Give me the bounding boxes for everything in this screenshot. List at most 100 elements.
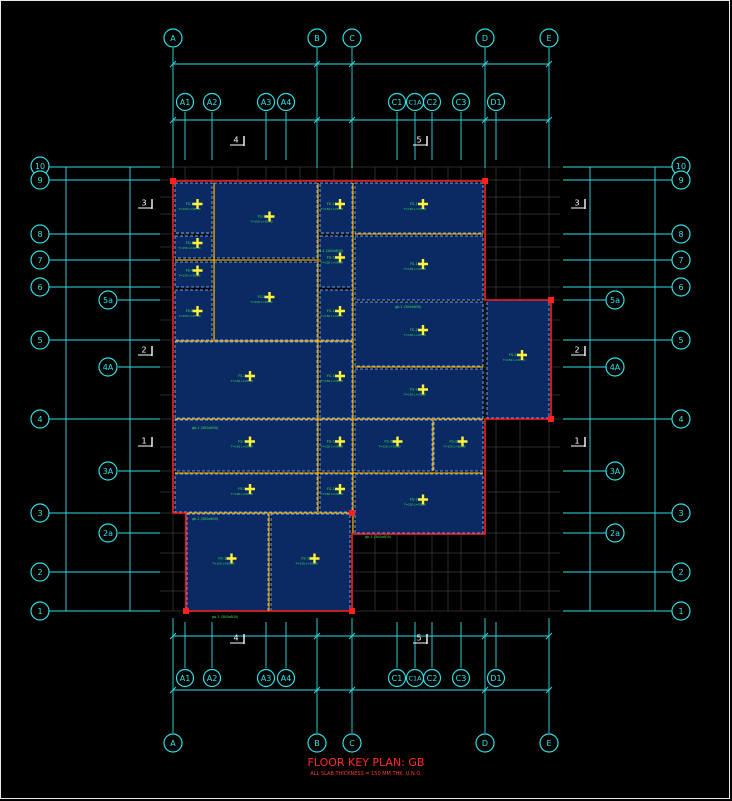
slab-fill: [319, 341, 353, 419]
grid-bubble-row-2a: [98, 523, 118, 543]
grid-bubble-C-bottom-label: C: [349, 739, 355, 748]
grid-bubble-C2: [422, 92, 442, 112]
slab-note: T=150 L=20.00: [249, 300, 272, 304]
grid-bubble-row-2-label: 2: [37, 568, 42, 577]
dim-tick: [348, 60, 356, 68]
slab-panel: FS-13T=150 L=20.00: [319, 235, 353, 288]
column-marker-red: [170, 178, 176, 184]
grid-bubble-A3-label: A3: [261, 98, 272, 107]
grid-bubble-A2: [202, 92, 222, 112]
grid-bubble-row-3A: [98, 461, 118, 481]
grid-bubble-C-label: C: [349, 34, 355, 43]
grid-bubble-row-7-right-label: 7: [678, 256, 683, 265]
grid-bubble-D-bottom-label: D: [482, 739, 488, 748]
slab-fill: [174, 341, 318, 419]
beam-tag: gb-1 (300x600): [365, 535, 392, 539]
grid-bubble-C: [342, 28, 362, 48]
slab-note: T=150 L=20.00: [320, 379, 343, 383]
grid-bubble-A-bottom-label: A: [170, 739, 176, 748]
slab-label: FS-3: [186, 241, 194, 245]
grid-bubble-row-3A-right-label: 3A: [610, 467, 621, 476]
slab-note: T=150 L=20.00: [403, 503, 426, 507]
slab-panel: FS-15T=150 L=20.00: [319, 341, 353, 419]
grid-bubble-A1-label: A1: [180, 98, 191, 107]
grid-bubble-A4-bottom-label: A4: [281, 674, 292, 683]
section-mark: 2: [138, 346, 153, 356]
slab-panel: FS-24T=150 L=20.00: [433, 419, 484, 472]
slab-label: FS-10: [218, 557, 229, 561]
grid-bubble-row-7-label: 7: [37, 256, 42, 265]
slab-label: FS-20: [410, 328, 421, 332]
section-mark-label: 1: [574, 437, 579, 446]
grid-bubble-A-label: A: [170, 34, 176, 43]
slab-label: FS-9: [238, 487, 247, 491]
slab-label: FS-7: [238, 374, 246, 378]
grid-bubble-row-5a-right-label: 5a: [610, 296, 620, 305]
grid-bubble-row-6-right-label: 6: [678, 283, 683, 292]
slab-note: T=150 L=20.00: [377, 445, 400, 449]
section-mark-label: 4: [233, 136, 238, 145]
dim-tick: [348, 116, 356, 124]
slab-span-marker: [226, 553, 237, 564]
grid-bubble-A3-bottom-label: A3: [261, 674, 272, 683]
slab-fill: [354, 301, 484, 367]
dim-tick: [545, 60, 553, 68]
grid-bubble-A3: [256, 92, 276, 112]
slab-panel: FS-4T=150 L=20.00: [174, 261, 213, 288]
slab-span-marker: [418, 199, 428, 209]
grid-bubble-row-9-right-label: 9: [678, 176, 683, 185]
grid-bubble-row-5-right-label: 5: [678, 336, 683, 345]
slab-panel: FS-10T=150 L=20.00: [186, 513, 269, 612]
slab-span-marker: [192, 306, 203, 316]
grid-bubble-row-3A-label: 3A: [103, 467, 114, 476]
dim-tick: [481, 116, 489, 124]
slab-label: FS-12: [327, 202, 337, 206]
grid-bubble-row-1-label: 1: [37, 607, 42, 616]
beam-tag: gb-1 (300x600): [317, 249, 344, 253]
slab-label: FS-15: [327, 374, 337, 378]
column-marker-red: [548, 416, 554, 422]
dim-tick: [481, 60, 489, 68]
grid-bubble-row-10-label: 10: [35, 162, 45, 171]
grid-bubble-C3-bottom-label: C3: [456, 674, 467, 683]
grid-bubble-row-5-right: [671, 330, 691, 350]
slab-span-marker: [517, 350, 527, 360]
grid-bubble-row-2-right-label: 2: [678, 568, 683, 577]
slab-label: FS-21: [410, 388, 420, 392]
section-mark-label: 5: [416, 634, 421, 643]
slab-fill: [270, 513, 351, 612]
slab-label: FS-1: [186, 202, 194, 206]
slab-note: T=150 L=20.00: [320, 492, 343, 496]
slab-span-marker: [264, 211, 275, 222]
section-mark-label: 4: [233, 634, 238, 643]
grid-bubble-A1-bottom: [175, 668, 195, 688]
slab-note: T=150 L=20.00: [320, 314, 343, 318]
grid-bubble-C2-label: C2: [427, 98, 438, 107]
grid-bubble-row-2: [30, 562, 50, 582]
grid-bubble-row-3: [30, 503, 50, 523]
dim-tick: [169, 116, 177, 124]
grid-bubble-B-label: B: [314, 34, 320, 43]
dim-tick: [313, 116, 321, 124]
grid-bubble-E-label: E: [546, 34, 551, 43]
grid-bubble-row-4A-label: 4A: [103, 363, 114, 372]
slab-panel: FS-5T=150 L=20.00: [213, 261, 318, 341]
slab-note: T=150 L=20.00: [230, 492, 253, 496]
slab-note: T=150 L=20.00: [403, 207, 426, 211]
grid-bubble-C3: [451, 92, 471, 112]
slab-fill: [354, 368, 484, 419]
slab-label: FS-2: [258, 215, 266, 219]
grid-bubble-row-2a-right-label: 2a: [610, 529, 620, 538]
plan-title: FLOOR KEY PLAN: GB: [307, 756, 425, 769]
section-mark: 4: [230, 634, 245, 644]
grid-bubble-row-5a: [98, 290, 118, 310]
slab-panel: FS-25T=150 L=20.00: [354, 473, 484, 534]
grid-bubble-row-3A-right: [605, 461, 625, 481]
slab-note: T=150 L=20.00: [320, 207, 343, 211]
grid-bubble-B-bottom-label: B: [314, 739, 320, 748]
grid-bubble-C1-bottom-label: C1: [392, 674, 403, 683]
grid-bubble-C1-bottom: [387, 668, 407, 688]
slab-fill: [486, 299, 550, 419]
grid-bubble-row-2a-label: 2a: [103, 529, 113, 538]
